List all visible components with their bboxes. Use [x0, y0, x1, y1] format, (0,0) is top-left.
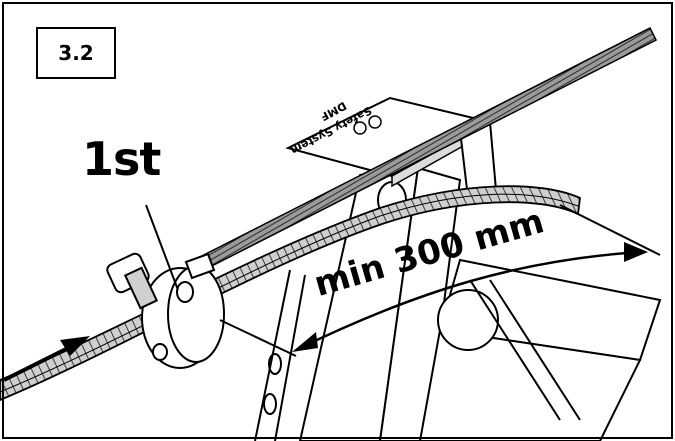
rope-grip-clamp — [106, 252, 225, 369]
base-plate — [418, 258, 662, 441]
step-number: 3.2 — [58, 41, 94, 65]
first-leader-line — [145, 204, 179, 291]
direction-arrow — [3, 336, 90, 382]
bracket-plate: Safety System DMF — [285, 96, 498, 200]
first-label: 1st — [82, 132, 161, 186]
dimension-arrowhead-left — [292, 332, 318, 352]
dimension-arrow — [219, 204, 661, 357]
dimension-arrowhead-right — [624, 242, 648, 262]
step-number-box: 3.2 — [36, 27, 116, 79]
